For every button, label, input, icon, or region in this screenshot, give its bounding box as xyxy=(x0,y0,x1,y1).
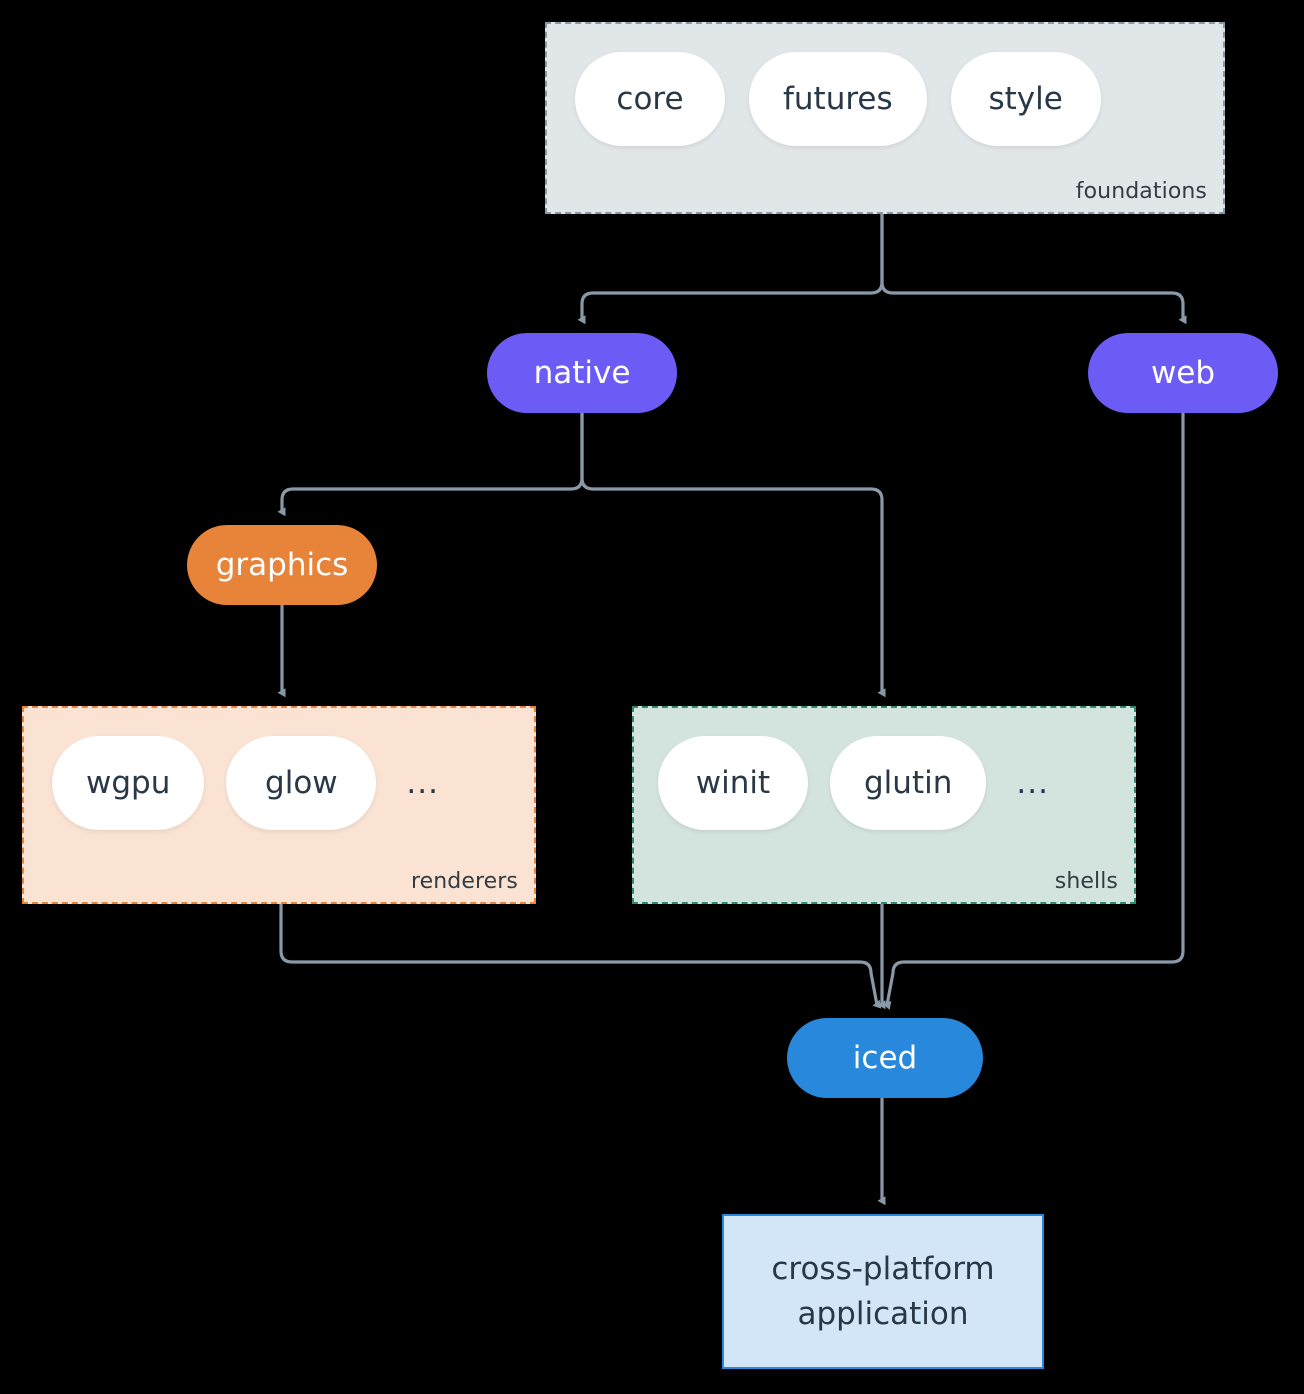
node-winit[interactable]: winit xyxy=(658,736,808,830)
node-futures[interactable]: futures xyxy=(749,52,927,146)
node-iced[interactable]: iced xyxy=(787,1018,983,1098)
edge-native-graphics xyxy=(277,413,584,517)
node-glutin[interactable]: glutin xyxy=(830,736,987,830)
cluster-shells-label: shells xyxy=(1054,869,1118,894)
cluster-renderers: wgpu glow ... renderers xyxy=(22,706,536,904)
cluster-shells-items: winit glutin ... xyxy=(658,736,1049,830)
cluster-foundations-label: foundations xyxy=(1075,179,1207,204)
application-label-line1: cross-platform xyxy=(771,1251,995,1288)
node-web[interactable]: web xyxy=(1088,333,1278,413)
edge-renderers-iced xyxy=(279,904,882,1009)
node-native[interactable]: native xyxy=(487,333,677,413)
node-style[interactable]: style xyxy=(950,52,1101,146)
node-wgpu[interactable]: wgpu xyxy=(52,736,205,830)
cluster-shells: winit glutin ... shells xyxy=(632,706,1136,904)
cluster-foundations: core futures style foundations xyxy=(545,22,1225,214)
cluster-renderers-items: wgpu glow ... xyxy=(52,736,439,830)
edge-foundations-split xyxy=(577,214,884,325)
node-graphics[interactable]: graphics xyxy=(187,525,377,605)
edge-foundations-web xyxy=(880,214,1187,325)
application-label-line2: application xyxy=(797,1295,969,1332)
edge-native-shells xyxy=(580,413,886,698)
shells-ellipsis: ... xyxy=(1016,765,1049,801)
cluster-renderers-label: renderers xyxy=(410,869,518,894)
renderers-ellipsis: ... xyxy=(406,765,439,801)
cluster-foundations-items: core futures style xyxy=(575,52,1101,146)
node-glow[interactable]: glow xyxy=(226,736,377,830)
node-core[interactable]: core xyxy=(575,52,725,146)
node-cross-platform-application[interactable]: cross-platform application xyxy=(722,1214,1044,1369)
